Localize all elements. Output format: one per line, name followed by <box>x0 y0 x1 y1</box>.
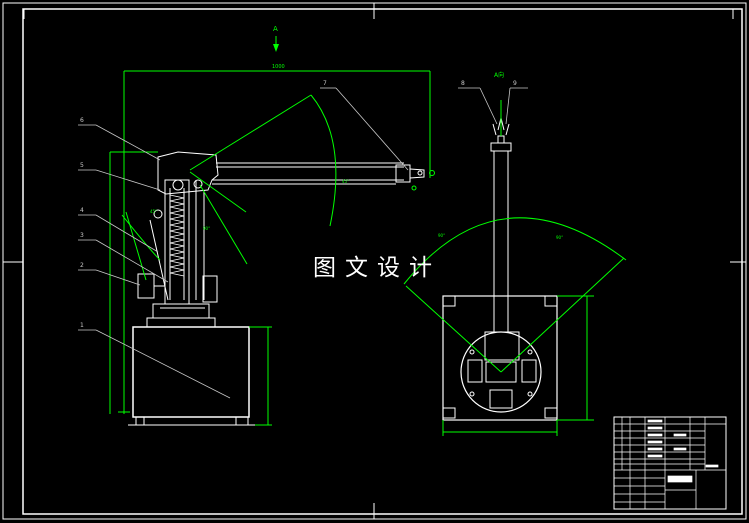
part-numbers: 6 5 4 3 2 1 7 <box>80 80 327 329</box>
part-number: 2 <box>80 262 84 269</box>
part-number: 4 <box>80 207 84 214</box>
part-number: 6 <box>80 117 84 124</box>
part-number: 9 <box>513 80 517 87</box>
lift-column <box>137 179 218 305</box>
overall-dimension: 1000 <box>123 64 431 414</box>
title-block <box>613 416 727 510</box>
view-caption: A向 <box>494 71 504 79</box>
base-cabinet <box>128 326 255 426</box>
vertical-arm <box>484 100 520 361</box>
vertical-dimensions <box>109 151 272 426</box>
horizontal-arm <box>212 162 435 191</box>
part-number: 8 <box>461 80 465 87</box>
a-direction-view: A向 <box>403 71 627 436</box>
part-number: 1 <box>80 322 84 329</box>
part-number: 3 <box>80 232 84 239</box>
part-number: 5 <box>80 162 84 169</box>
platform <box>442 295 558 421</box>
watermark-text: 图文设计 <box>313 255 441 281</box>
svg-text:90°: 90° <box>556 235 563 240</box>
rotation-arc: 90° 90° <box>403 217 627 436</box>
column-flange <box>146 303 216 328</box>
view-direction-marker: A <box>273 25 279 52</box>
part-number: 7 <box>323 80 327 87</box>
spring <box>169 194 185 277</box>
swing-arc: 45° 90° 45° <box>121 94 349 281</box>
a-view-leaders <box>458 87 528 125</box>
view-label: A <box>273 25 278 33</box>
svg-text:45°: 45° <box>150 209 157 214</box>
svg-text:45°: 45° <box>342 179 349 184</box>
overall-dimension-value: 1000 <box>272 64 285 70</box>
svg-text:90°: 90° <box>203 226 210 231</box>
svg-text:90°: 90° <box>438 233 445 238</box>
part-leaders <box>78 87 409 399</box>
side-view: 1000 <box>78 64 435 426</box>
